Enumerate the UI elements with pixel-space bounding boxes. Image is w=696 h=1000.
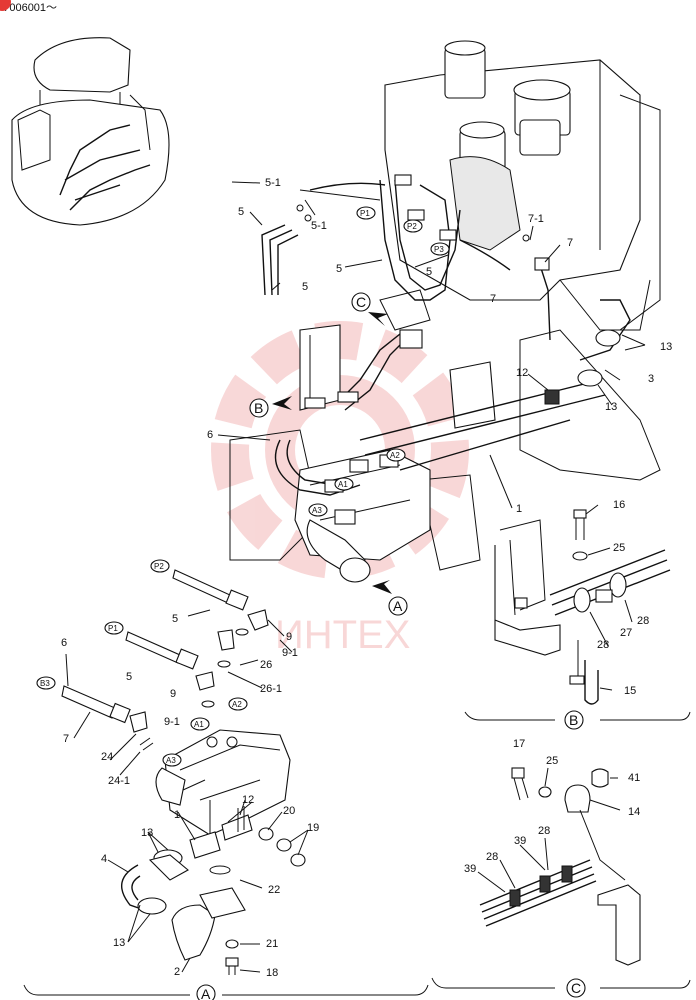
view-marker-a: A: [393, 598, 403, 614]
callout-14: 14: [628, 806, 640, 818]
port-tag-p1: P1: [360, 209, 370, 218]
callout-5-1: 5-1: [265, 177, 281, 189]
port-tag-p2-exploded: P2: [154, 562, 164, 571]
callout-41: 41: [628, 772, 640, 784]
view-a-caption: A: [201, 986, 211, 1000]
callout-6: 6: [61, 637, 67, 649]
callout-1: 1: [516, 503, 522, 515]
view-a-exploded: [23, 569, 429, 996]
callout-28: 28: [597, 639, 609, 651]
port-tag-p1-exploded: P1: [108, 624, 118, 633]
callout-7: 7: [567, 237, 573, 249]
callout-25: 25: [546, 755, 558, 767]
view-c-detail: [431, 767, 691, 989]
chassis-frame: [229, 289, 661, 571]
port-tag-a3-exploded: A3: [166, 756, 176, 765]
callout-labels: 5-1 5 5-1 5 5 5 7-1 7 7 13 3 13 12 6 1 1…: [61, 177, 672, 979]
corner-badge: [0, 0, 11, 11]
callout-5: 5: [238, 206, 244, 218]
view-arrow-c: [368, 312, 388, 326]
view-marker-b: B: [254, 400, 263, 416]
port-tag-a1-exploded: A1: [194, 720, 204, 729]
callout-2: 2: [174, 966, 180, 978]
port-tag-a2-exploded: A2: [232, 700, 242, 709]
main-hydraulic-pump: [294, 449, 431, 583]
callout-28: 28: [538, 825, 550, 837]
callout-4: 4: [101, 853, 107, 865]
port-tags: P1 P2 P3 A2 A1 A3 P2 P1 B3 A1 A2 A3: [36, 206, 450, 767]
callout-9: 9: [170, 688, 176, 700]
callout-3: 3: [648, 373, 654, 385]
callout-13: 13: [660, 341, 672, 353]
callout-6: 6: [207, 429, 213, 441]
view-arrow-a: [372, 580, 392, 594]
callout-9-1: 9-1: [164, 716, 180, 728]
port-tag-a1: A1: [338, 480, 348, 489]
watermark-text: ИНТЕХ: [275, 613, 410, 657]
port-tag-p2: P2: [407, 222, 417, 231]
leader-lines: [217, 181, 646, 509]
callout-26: 26: [260, 659, 272, 671]
callout-9-1: 9-1: [282, 647, 298, 659]
callout-20: 20: [283, 805, 295, 817]
callout-24: 24: [101, 751, 113, 763]
view-marker-c: C: [356, 294, 366, 310]
callout-12: 12: [516, 367, 528, 379]
callout-28: 28: [637, 615, 649, 627]
callout-26-1: 26-1: [260, 683, 282, 695]
view-b-detail: [464, 504, 691, 721]
callout-28: 28: [486, 851, 498, 863]
engine-block: [299, 40, 661, 331]
callout-13: 13: [605, 401, 617, 413]
callout-13: 13: [141, 827, 153, 839]
callout-17: 17: [513, 738, 525, 750]
callout-1: 1: [174, 809, 180, 821]
callout-21: 21: [266, 938, 278, 950]
port-tag-b3: B3: [40, 679, 50, 688]
view-markers: C B A B C A: [196, 292, 586, 1000]
callout-12: 12: [242, 794, 254, 806]
callout-39: 39: [514, 835, 526, 847]
callout-7-1: 7-1: [528, 213, 544, 225]
callout-5: 5: [302, 281, 308, 293]
port-tag-p3: P3: [434, 245, 444, 254]
callout-13: 13: [113, 937, 125, 949]
callout-5: 5: [172, 613, 178, 625]
callout-16: 16: [613, 499, 625, 511]
port-tag-a3: A3: [312, 506, 322, 515]
callout-18: 18: [266, 967, 278, 979]
callout-5-1: 5-1: [311, 220, 327, 232]
callout-5: 5: [336, 263, 342, 275]
callout-25: 25: [613, 542, 625, 554]
view-c-caption: C: [571, 980, 581, 996]
callout-19: 19: [307, 822, 319, 834]
port-tag-a2: A2: [390, 451, 400, 460]
callout-22: 22: [268, 884, 280, 896]
serial-number: Y006001～: [2, 2, 58, 14]
callout-24-1: 24-1: [108, 775, 130, 787]
callout-5: 5: [126, 671, 132, 683]
callout-39: 39: [464, 863, 476, 875]
callout-9: 9: [286, 631, 292, 643]
view-b-caption: B: [569, 712, 578, 728]
callout-27: 27: [620, 627, 632, 639]
view-arrow-b: [272, 396, 292, 410]
callout-7: 7: [63, 733, 69, 745]
callout-7: 7: [490, 293, 496, 305]
callout-15: 15: [624, 685, 636, 697]
machine-thumbnail: [11, 37, 170, 226]
callout-5: 5: [426, 266, 432, 278]
